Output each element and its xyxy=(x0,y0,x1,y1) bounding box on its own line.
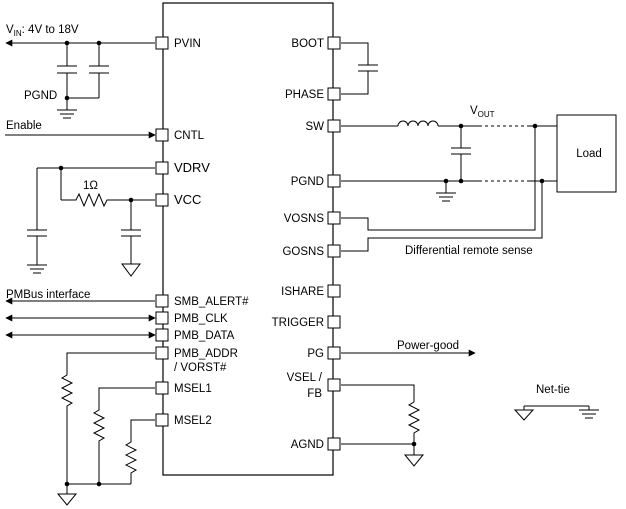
pin-vdrv: VDRV xyxy=(174,160,210,175)
vsel-fb-net xyxy=(341,384,425,467)
pin-gosns: GOSNS xyxy=(282,246,324,258)
remote-sense-net xyxy=(341,126,543,252)
pin-vosns: VOSNS xyxy=(284,213,325,225)
pin-pg: PG xyxy=(307,348,324,360)
net-tie-symbol xyxy=(513,405,599,421)
pin-trigger: TRIGGER xyxy=(272,317,324,329)
vdrv-vcc-net xyxy=(27,165,155,277)
pmbus-lines xyxy=(5,297,156,339)
vin-net xyxy=(5,39,155,119)
pin-phase: PHASE xyxy=(285,89,324,101)
right-pin-boxes xyxy=(327,36,341,451)
res-1ohm-label: 1Ω xyxy=(83,180,98,192)
pin-ishare: ISHARE xyxy=(281,286,324,298)
sw-output-net xyxy=(341,120,557,181)
pin-pvin: PVIN xyxy=(174,38,201,50)
ic-body xyxy=(162,2,334,476)
vin-label: VIN: 4V to 18V xyxy=(6,24,79,38)
diff-sense-label: Differential remote sense xyxy=(405,245,533,257)
load-box xyxy=(556,114,617,193)
pin-pmb-clk: PMB_CLK xyxy=(174,313,228,325)
pin-pmb-addr: PMB_ADDR xyxy=(174,348,238,360)
address-resistor-net xyxy=(56,352,155,506)
pin-pgnd-right: PGND xyxy=(291,176,324,188)
enable-label: Enable xyxy=(6,120,42,132)
pin-agnd: AGND xyxy=(291,439,324,451)
pin-sw: SW xyxy=(305,121,324,133)
pmbus-label: PMBus interface xyxy=(6,289,90,301)
pin-pmb-data: PMB_DATA xyxy=(174,330,235,342)
pin-msel2: MSEL2 xyxy=(174,415,212,427)
net-tie-label: Net-tie xyxy=(536,384,570,396)
load-label: Load xyxy=(576,148,602,160)
pgnd-left-label: PGND xyxy=(24,90,57,102)
pin-boot: BOOT xyxy=(291,38,324,50)
pin-fb: FB xyxy=(307,388,322,400)
power-good-label: Power-good xyxy=(397,340,459,352)
pin-cntl: CNTL xyxy=(174,130,205,142)
pgnd-right-net xyxy=(341,178,557,202)
left-pin-boxes xyxy=(155,36,169,427)
pin-vsel: VSEL / xyxy=(287,372,323,384)
pin-vorst: / VORST# xyxy=(174,362,227,374)
vout-label: VOUT xyxy=(470,105,495,119)
pin-smb-alert: SMB_ALERT# xyxy=(174,296,249,308)
boot-capacitor xyxy=(341,42,378,95)
pin-msel1: MSEL1 xyxy=(174,383,212,395)
pin-vcc: VCC xyxy=(174,192,201,207)
